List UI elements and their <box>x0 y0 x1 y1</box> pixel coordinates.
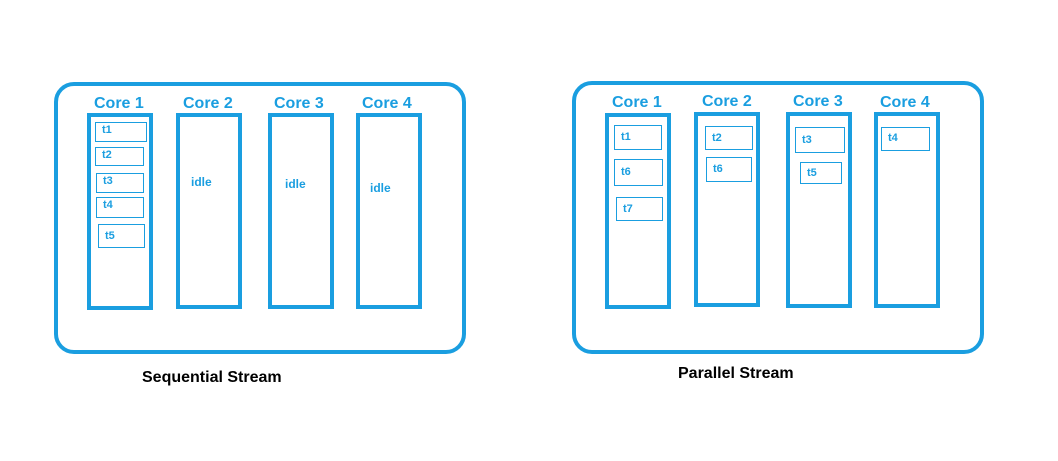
seq-task-t4: t4 <box>96 197 144 218</box>
seq-core-3-label: Core 3 <box>274 95 324 112</box>
seq-core-3-column <box>268 113 334 309</box>
par-core-1-label: Core 1 <box>612 94 662 111</box>
sequential-stream-caption: Sequential Stream <box>142 369 282 386</box>
par-core-3-label: Core 3 <box>793 93 843 110</box>
seq-core-4-column <box>356 113 422 309</box>
par-task-t4: t4 <box>881 127 930 151</box>
par-task-t7: t7 <box>616 197 663 221</box>
sequential-stream-panel <box>54 82 466 354</box>
par-core-2-label: Core 2 <box>702 93 752 110</box>
seq-task-t5: t5 <box>98 224 145 248</box>
parallel-stream-caption: Parallel Stream <box>678 365 794 382</box>
par-task-t1: t1 <box>614 125 662 150</box>
seq-core-4-idle: idle <box>370 181 391 195</box>
seq-task-t2: t2 <box>95 147 144 166</box>
par-core-4-column <box>874 112 940 308</box>
seq-core-1-label: Core 1 <box>94 95 144 112</box>
seq-task-t1: t1 <box>95 122 147 142</box>
parallel-stream-panel <box>572 81 984 354</box>
seq-core-1-column <box>87 113 153 310</box>
seq-task-t3: t3 <box>96 173 144 193</box>
par-task-t2: t2 <box>705 126 753 150</box>
par-core-4-label: Core 4 <box>880 94 930 111</box>
seq-core-3-idle: idle <box>285 177 306 191</box>
seq-core-2-label: Core 2 <box>183 95 233 112</box>
seq-core-2-idle: idle <box>191 175 212 189</box>
par-task-t6-core1: t6 <box>614 159 663 186</box>
par-task-t6-core2: t6 <box>706 157 752 182</box>
par-task-t3: t3 <box>795 127 845 153</box>
seq-core-2-column <box>176 113 242 309</box>
seq-core-4-label: Core 4 <box>362 95 412 112</box>
par-core-1-column <box>605 113 671 309</box>
par-task-t5: t5 <box>800 162 842 184</box>
par-core-3-column <box>786 112 852 308</box>
